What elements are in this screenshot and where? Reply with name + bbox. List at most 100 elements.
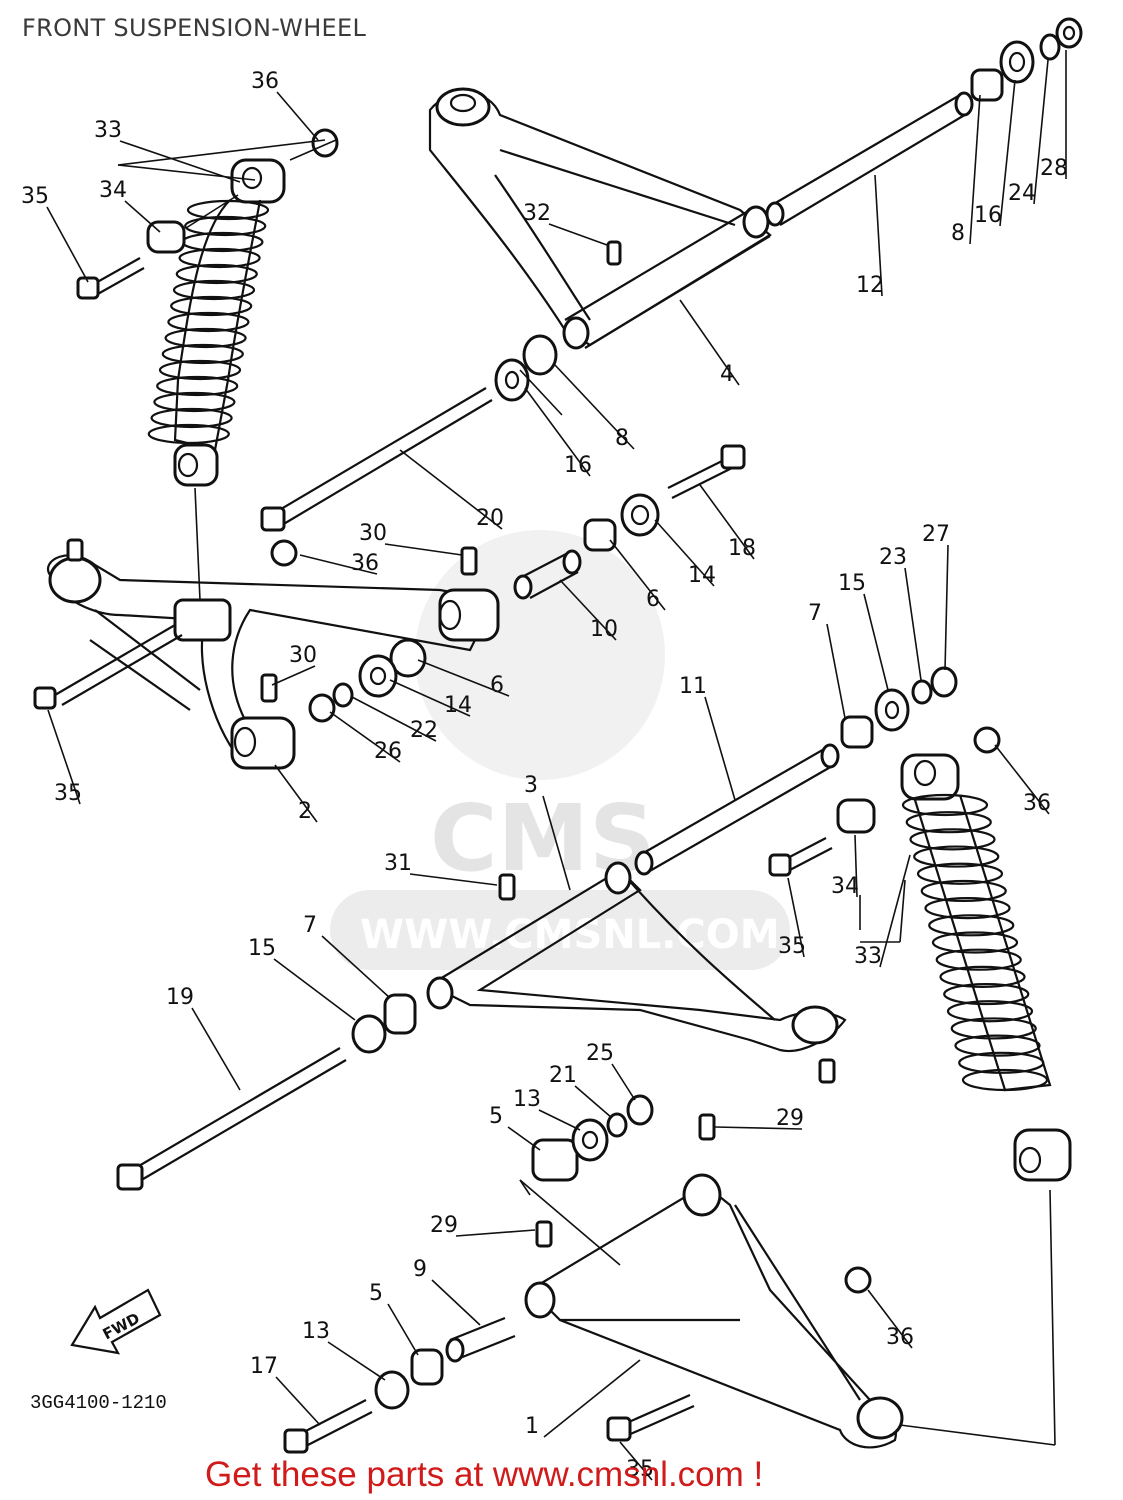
leader-line: [543, 1359, 641, 1438]
callout-number-28: 28: [1040, 156, 1068, 181]
leader-line: [327, 1341, 386, 1381]
spring-coil: [175, 263, 258, 285]
callout-number-10: 10: [590, 617, 618, 642]
right-hardware-7-15-23-27: [840, 666, 958, 749]
callout-number-7: 7: [808, 601, 822, 626]
spring-coil: [954, 1034, 1041, 1057]
leader-line: [519, 369, 563, 416]
callout-number-13: 13: [302, 1319, 330, 1344]
callout-number-35: 35: [54, 781, 82, 806]
leader-line: [969, 94, 981, 245]
callout-number-17: 17: [250, 1354, 278, 1379]
right-shock-hardware: [768, 726, 1001, 877]
callout-number-33: 33: [854, 944, 882, 969]
callout-number-36: 36: [351, 551, 379, 576]
callout-number-34: 34: [831, 874, 859, 899]
bolt-part-19: [116, 993, 417, 1191]
callout-number-33: 33: [94, 118, 122, 143]
collar-part-12: [765, 91, 974, 227]
shock-absorber-right-part-33: [900, 753, 1072, 1182]
spring-coil: [158, 359, 242, 381]
leader-line: [273, 958, 356, 1021]
diagram-title: FRONT SUSPENSION-WHEEL: [22, 14, 367, 42]
leader-line: [271, 665, 316, 686]
leader-line: [299, 554, 378, 575]
leader-line: [609, 539, 666, 611]
leader-line: [274, 764, 318, 823]
leader-line: [904, 567, 922, 681]
spring-coil: [901, 793, 989, 817]
callout-number-34: 34: [99, 178, 127, 203]
leader-line: [679, 299, 740, 386]
leader-line: [389, 679, 471, 717]
spring-coil: [153, 391, 236, 413]
callout-number-15: 15: [248, 936, 276, 961]
leader-line: [399, 449, 503, 530]
spring-coil: [905, 811, 992, 834]
spring-coil: [946, 1000, 1034, 1023]
leader-line: [124, 200, 161, 233]
callout-number-6: 6: [490, 673, 504, 698]
leader-line: [455, 1229, 536, 1237]
callout-number-18: 18: [728, 536, 756, 561]
left-shock-hardware: [76, 128, 339, 300]
callout-number-21: 21: [549, 1063, 577, 1088]
bolt-part-20: [260, 387, 493, 532]
leader-line: [787, 877, 805, 958]
leader-line: [119, 140, 241, 183]
spring-coil: [924, 897, 1011, 920]
upper-right-hardware: [970, 17, 1083, 102]
callout-number-25: 25: [586, 1041, 614, 1066]
leader-line: [899, 879, 906, 943]
callout-number-32: 32: [523, 201, 551, 226]
leader-line: [559, 579, 617, 641]
callout-number-8: 8: [951, 221, 965, 246]
bush-6-14-upper: [583, 493, 660, 552]
leader-line: [191, 1007, 241, 1091]
leader-line: [117, 139, 326, 166]
leader-line: [874, 174, 883, 297]
spring-coil: [184, 215, 267, 237]
callout-number-16: 16: [974, 203, 1002, 228]
callout-number-15: 15: [838, 571, 866, 596]
leader-line: [276, 91, 319, 141]
leader-line: [944, 544, 949, 671]
upper-arm-part-4: [428, 87, 772, 350]
callout-number-7: 7: [303, 913, 317, 938]
leader-line: [611, 1063, 636, 1101]
leader-line: [554, 364, 635, 450]
leader-line: [699, 484, 755, 560]
shock-absorber-left-part-33: [147, 158, 286, 601]
leader-line: [409, 873, 498, 886]
lower-arm-part-1: [283, 1113, 904, 1454]
callout-number-36: 36: [251, 69, 279, 94]
spring-coil: [916, 862, 1004, 885]
fwd-direction-arrow: FWD: [70, 1288, 162, 1355]
callout-number-1: 1: [525, 1414, 539, 1439]
spring-coil: [161, 343, 244, 365]
leader-line: [863, 593, 889, 691]
leader-line: [117, 164, 256, 181]
spring-coil: [943, 982, 1030, 1006]
leader-line: [826, 623, 846, 719]
leader-line: [867, 1289, 913, 1349]
callout-number-6: 6: [646, 587, 660, 612]
spring-coil: [958, 1051, 1045, 1074]
footer-link-text[interactable]: Get these parts at www.cmsnl.com !: [205, 1455, 764, 1494]
callout-number-35: 35: [21, 184, 49, 209]
callout-number-3: 3: [524, 773, 538, 798]
callout-number-23: 23: [879, 545, 907, 570]
callout-number-8: 8: [615, 426, 629, 451]
leader-line: [351, 696, 437, 742]
callout-number-4: 4: [720, 362, 734, 387]
leader-line: [1049, 1189, 1056, 1446]
leader-line: [548, 223, 608, 246]
callout-number-2: 2: [298, 799, 312, 824]
spring-coil: [913, 845, 1000, 868]
leader-line: [574, 1085, 613, 1119]
callout-number-35: 35: [626, 1457, 654, 1482]
callout-number-26: 26: [374, 739, 402, 764]
callout-number-30: 30: [359, 521, 387, 546]
